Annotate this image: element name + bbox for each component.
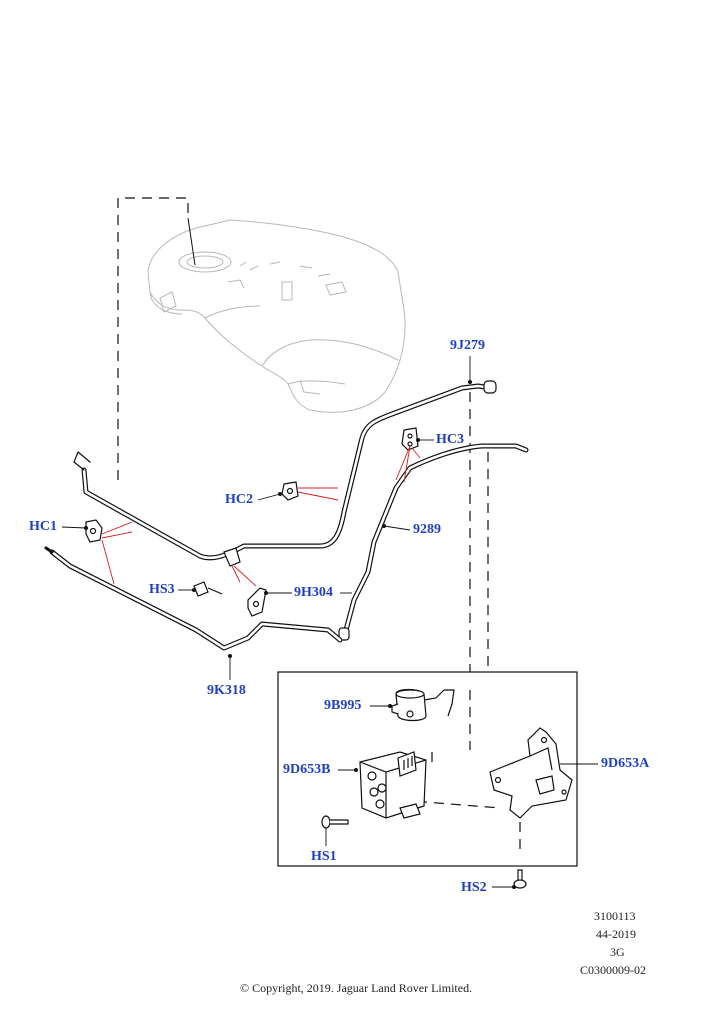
callout-9D653B[interactable]: 9D653B (283, 762, 331, 777)
callout-leaders (61, 356, 598, 888)
clip-HC2[interactable] (281, 481, 299, 501)
fuel-tank-ghost (147, 219, 406, 413)
callout-HS1[interactable]: HS1 (311, 849, 337, 864)
bolt-HS1[interactable] (321, 815, 349, 829)
red-leaders (101, 445, 421, 587)
callout-9J279[interactable]: 9J279 (450, 338, 485, 353)
leader-dots (84, 380, 516, 889)
reference-line-2: 44-2019 (596, 927, 636, 941)
bracket-9H304[interactable] (247, 587, 267, 617)
fuel-line-9K318[interactable] (44, 546, 343, 651)
callout-9H304[interactable]: 9H304 (294, 585, 333, 600)
canister-bracket-9D653A[interactable] (489, 727, 573, 819)
callout-HC1[interactable]: HC1 (29, 519, 57, 534)
callout-HC3[interactable]: HC3 (436, 432, 464, 447)
detail-box (277, 671, 578, 867)
reference-line-4: C0300009-02 (580, 963, 646, 977)
evap-canister-9D653B[interactable] (359, 751, 427, 819)
callout-9K318[interactable]: 9K318 (207, 683, 246, 698)
tank-leader (187, 217, 196, 266)
bolt-HS2[interactable] (513, 869, 527, 889)
callout-9289[interactable]: 9289 (413, 522, 441, 537)
callout-9D653A[interactable]: 9D653A (601, 756, 650, 771)
fuel-filter-9B995[interactable] (391, 688, 455, 722)
reference-line-1: 3100113 (594, 909, 636, 923)
dashed-leaders (117, 197, 521, 850)
screw-HS3[interactable] (193, 581, 223, 597)
fuel-line-9J279[interactable] (73, 380, 497, 561)
callout-HC2[interactable]: HC2 (225, 492, 253, 507)
copyright-notice: © Copyright, 2019. Jaguar Land Rover Lim… (240, 981, 473, 995)
clip-on-main-line (223, 547, 241, 567)
fuel-line-9289[interactable] (338, 443, 529, 641)
clip-HC1[interactable] (85, 519, 103, 543)
callout-9B995[interactable]: 9B995 (324, 698, 362, 713)
reference-line-3: 3G (610, 945, 625, 959)
callout-HS2[interactable]: HS2 (461, 880, 487, 895)
callout-HS3[interactable]: HS3 (149, 582, 175, 597)
